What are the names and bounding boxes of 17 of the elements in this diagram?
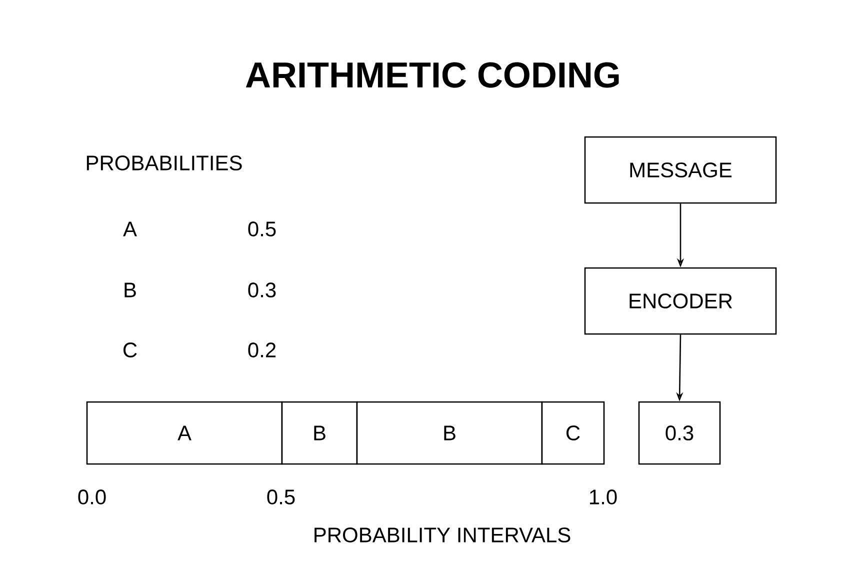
axis-label: PROBABILITY INTERVALS bbox=[314, 528, 570, 542]
output-box: 0.3 bbox=[638, 401, 721, 465]
tick-label: 0.5 bbox=[267, 490, 295, 504]
process-box: ENCODER bbox=[584, 267, 777, 335]
symbol-label: B bbox=[124, 282, 136, 298]
symbol-label: A bbox=[123, 222, 137, 236]
tick-label: 0.0 bbox=[78, 490, 106, 504]
process-box: MESSAGE bbox=[584, 136, 777, 204]
interval-cell: C bbox=[541, 401, 605, 465]
symbol-label: C bbox=[124, 342, 137, 358]
tick-label: 1.0 bbox=[590, 490, 617, 504]
probability-value: 0.2 bbox=[248, 342, 276, 358]
heading-text: PROBABILITIES bbox=[86, 156, 242, 170]
probability-value: 0.3 bbox=[248, 282, 276, 298]
probability-value: 0.5 bbox=[248, 222, 276, 236]
interval-cell: B bbox=[281, 401, 358, 465]
title: ARITHMETIC CODING bbox=[246, 62, 619, 88]
